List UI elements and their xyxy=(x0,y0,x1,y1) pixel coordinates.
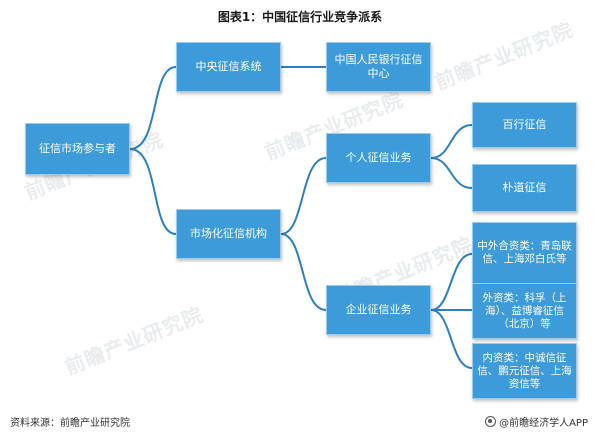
figure-title: 图表1：中国征信行业竞争派系 xyxy=(217,10,383,24)
connector-root-central xyxy=(129,66,177,150)
node-enterprise: 企业征信业务 xyxy=(326,285,431,335)
node-root: 征信市场参与者 xyxy=(25,123,130,175)
source-note: 资料来源：前瞻产业研究院 xyxy=(10,418,130,429)
connector-enterprise-domestic xyxy=(430,309,473,369)
node-joint-venture: 中外合资类：青岛联信、上海邓白氏等 xyxy=(472,222,577,284)
brand-label: @前瞻经济学人APP xyxy=(499,418,588,429)
connector-enterprise-jv xyxy=(430,253,473,311)
node-pudao: 朴道征信 xyxy=(472,164,577,212)
node-foreign: 外资类：科孚（上海）、益博睿征信（北京）等 xyxy=(472,283,577,339)
node-pboc: 中国人民银行征信中心 xyxy=(326,42,431,92)
node-personal: 个人征信业务 xyxy=(326,133,431,183)
node-domestic: 内资类：中诚信征信、鹏元征信、上海资信等 xyxy=(472,343,577,399)
connector-personal-baihang xyxy=(430,124,473,159)
brand-credit: @前瞻经济学人APP xyxy=(485,414,588,429)
node-baihang: 百行征信 xyxy=(472,102,577,148)
connector-market-personal xyxy=(280,157,327,235)
connector-root-market xyxy=(129,148,177,235)
connector-market-enterprise xyxy=(280,233,327,311)
connector-personal-pudao xyxy=(430,157,473,189)
node-central: 中央征信系统 xyxy=(176,42,281,92)
brand-logo-icon xyxy=(485,416,497,427)
node-market: 市场化征信机构 xyxy=(176,209,281,259)
